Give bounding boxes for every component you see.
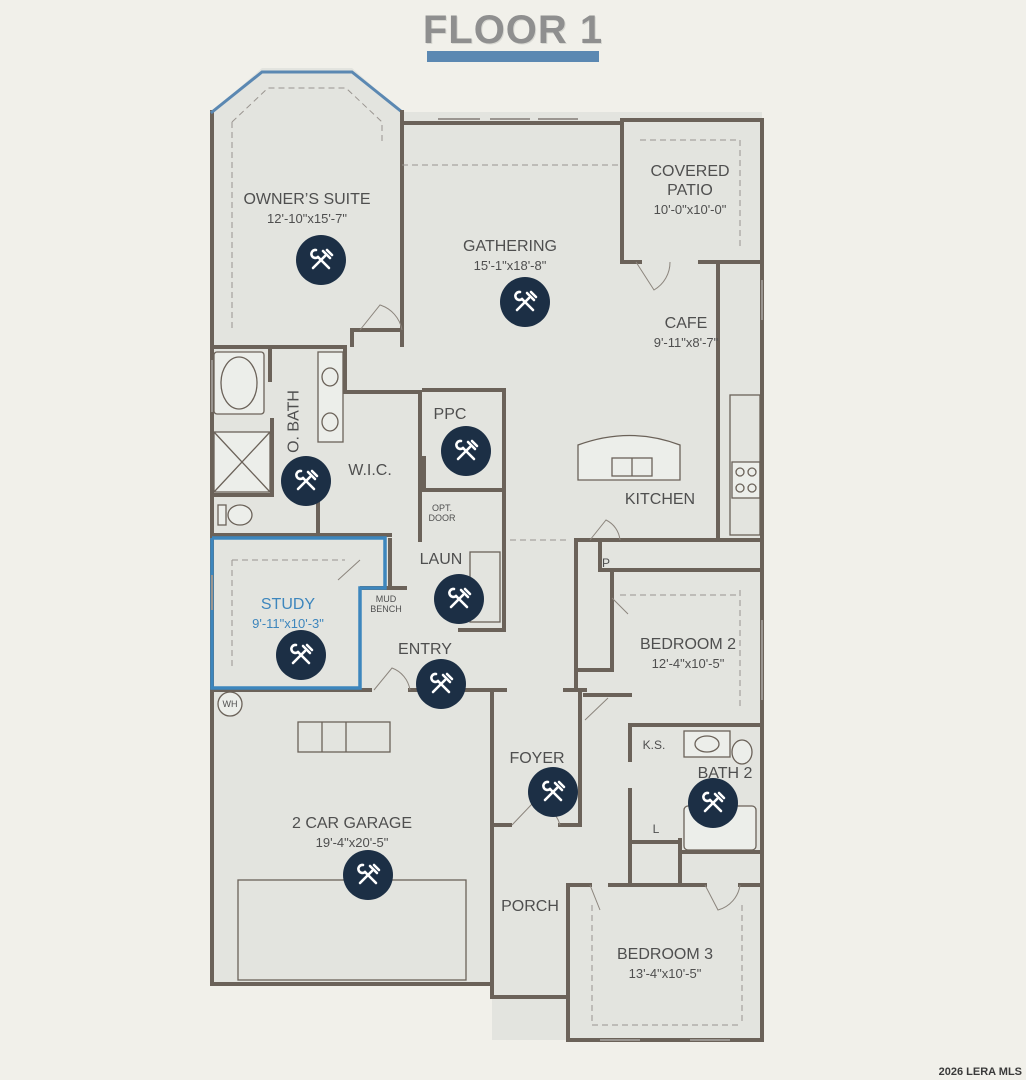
garage-label: 2 CAR GARAGE 19'-4"x20'-5" xyxy=(272,814,432,852)
ks-label: K.S. xyxy=(642,738,666,752)
wrench-hammer-tools-icon[interactable] xyxy=(528,767,578,817)
bedroom-3-dim: 13'-4"x10'-5" xyxy=(628,966,702,981)
study-dim: 9'-11"x10'-3" xyxy=(252,616,324,631)
study-label: STUDY 9'-11"x10'-3" xyxy=(226,595,350,633)
title-underline xyxy=(427,51,599,62)
watermark: 2026 LERA MLS xyxy=(938,1066,1022,1078)
gathering-name: GATHERING xyxy=(463,238,557,255)
wrench-hammer-tools-icon[interactable] xyxy=(296,235,346,285)
porch-label: PORCH xyxy=(501,898,559,915)
whi-label: WH xyxy=(222,699,238,709)
kitchen-label: KITCHEN xyxy=(624,491,696,508)
cafe-dim: 9'-11"x8'-7" xyxy=(653,335,719,350)
garage-dim: 19'-4"x20'-5" xyxy=(315,835,389,850)
cafe-name: CAFE xyxy=(664,315,708,332)
wrench-hammer-tools-icon[interactable] xyxy=(688,778,738,828)
bedroom-2-label: BEDROOM 2 12'-4"x10'-5" xyxy=(628,635,748,673)
bedroom-3-label: BEDROOM 3 13'-4"x10'-5" xyxy=(600,945,730,983)
o-bath-label: O. BATH xyxy=(285,390,303,453)
covered-patio-label: COVERED PATIO 10'-0"x10'-0" xyxy=(630,162,750,219)
entry-label: ENTRY xyxy=(398,641,452,658)
garage-name: 2 CAR GARAGE xyxy=(291,815,413,832)
cafe-label: CAFE 9'-11"x8'-7" xyxy=(626,314,746,352)
covered-patio-dim: 10'-0"x10'-0" xyxy=(653,202,727,217)
foyer-label: FOYER xyxy=(509,750,565,767)
wrench-hammer-tools-icon[interactable] xyxy=(276,630,326,680)
wrench-hammer-tools-icon[interactable] xyxy=(281,456,331,506)
wic-label: W.I.C. xyxy=(348,462,392,479)
bedroom-2-name: BEDROOM 2 xyxy=(639,636,736,653)
bedroom-2-dim: 12'-4"x10'-5" xyxy=(651,656,725,671)
wrench-hammer-tools-icon[interactable] xyxy=(500,277,550,327)
floor-title: FLOOR 1 xyxy=(422,8,604,52)
covered-patio-name: COVERED PATIO xyxy=(650,163,730,199)
owners-suite-name: OWNER’S SUITE xyxy=(243,191,371,208)
pantry-label: P xyxy=(601,556,610,570)
study-name: STUDY xyxy=(260,596,316,613)
gathering-dim: 15'-1"x18'-8" xyxy=(473,258,547,273)
wrench-hammer-tools-icon[interactable] xyxy=(434,574,484,624)
opt-door-label: OPT. DOOR xyxy=(428,503,456,523)
owners-suite-label: OWNER’S SUITE 12'-10"x15'-7" xyxy=(232,190,382,228)
gathering-label: GATHERING 15'-1"x18'-8" xyxy=(430,237,590,275)
wrench-hammer-tools-icon[interactable] xyxy=(343,850,393,900)
owners-suite-dim: 12'-10"x15'-7" xyxy=(267,211,347,226)
mud-bench-label: MUD BENCH xyxy=(370,594,402,614)
linen-label: L xyxy=(652,822,660,836)
ppc-label: PPC xyxy=(433,406,467,423)
laun-label: LAUN xyxy=(419,551,463,568)
wrench-hammer-tools-icon[interactable] xyxy=(416,659,466,709)
wrench-hammer-tools-icon[interactable] xyxy=(441,426,491,476)
bath-2-label: BATH 2 xyxy=(697,765,753,782)
bedroom-3-name: BEDROOM 3 xyxy=(616,946,713,963)
